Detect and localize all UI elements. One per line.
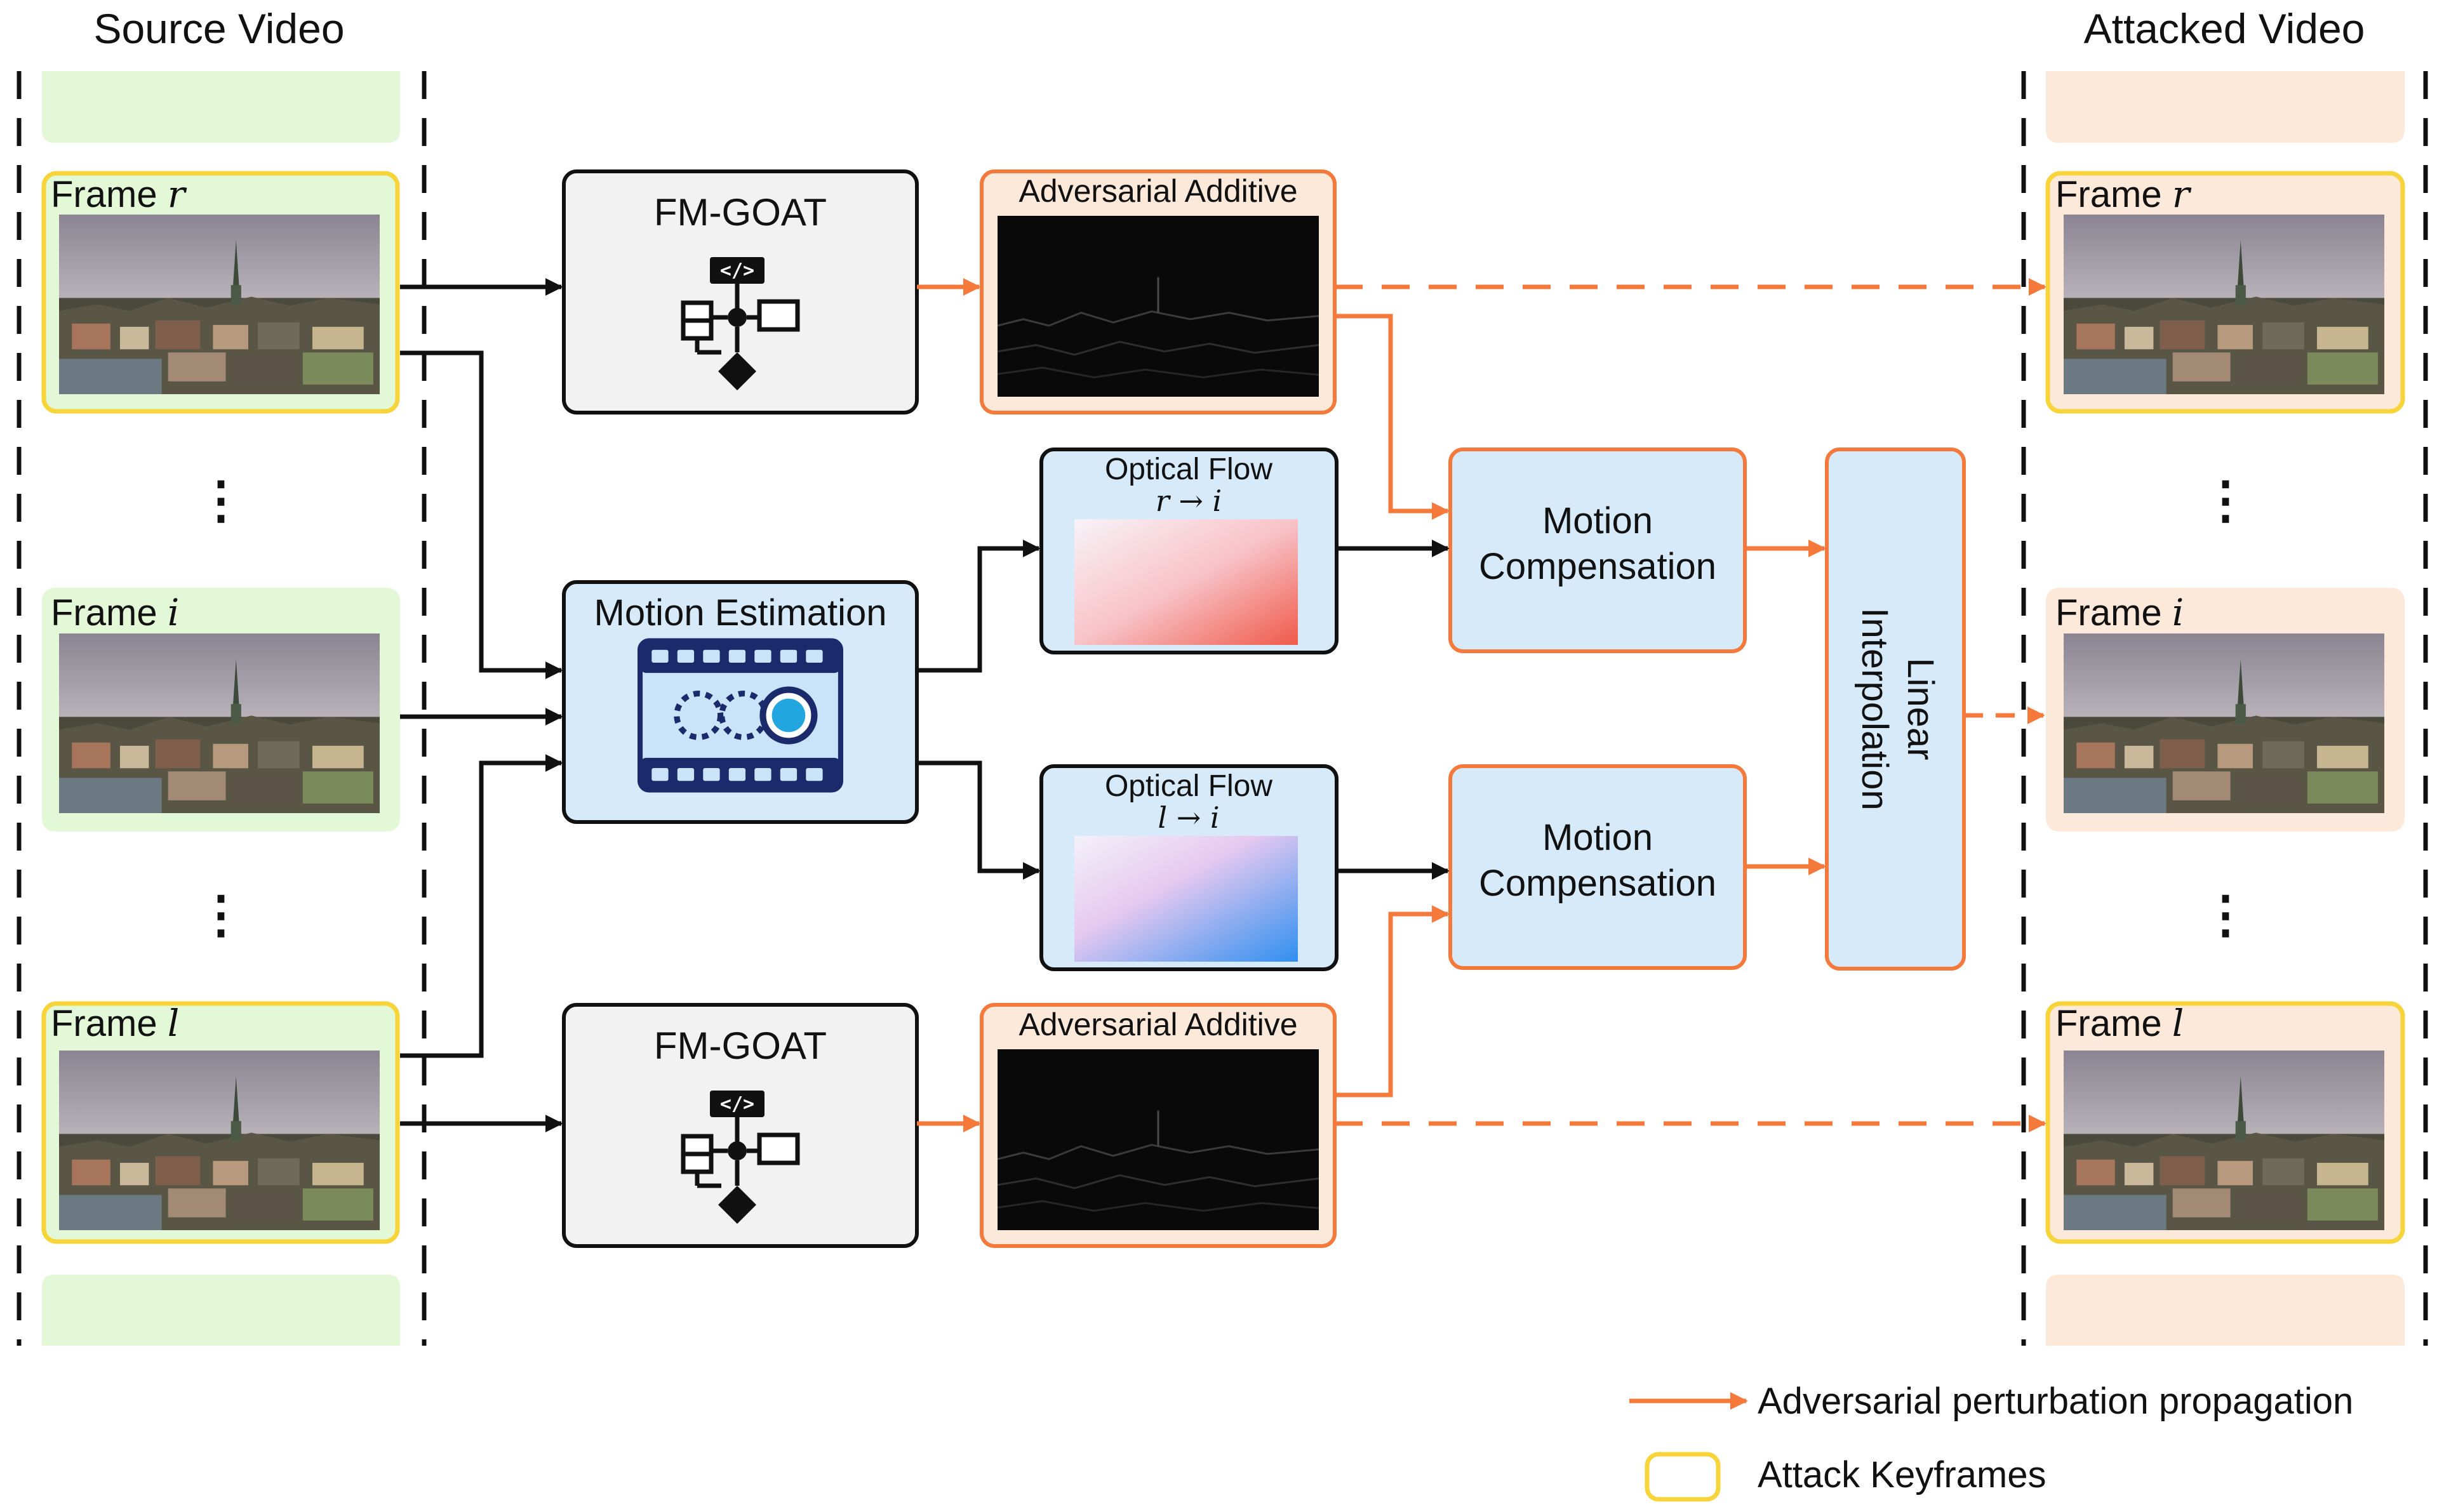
attacked-frame-i: Frame i	[2046, 588, 2405, 832]
frame-image	[59, 215, 380, 394]
svg-text:Frame l: Frame l	[51, 1002, 179, 1045]
arrow-motion-to-flow-bottom	[917, 760, 1041, 880]
frame-variable: i	[2172, 591, 2184, 634]
legend-keyframes-label: Attack Keyframes	[1758, 1454, 2046, 1495]
source-frame-r: Frame r	[41, 171, 400, 414]
source-frame-i: Frame i	[42, 588, 400, 832]
linear-interpolation-block: Linear Interpolation	[1825, 448, 1966, 971]
frame-variable: r	[168, 173, 187, 216]
frame-label: Frame	[51, 1003, 168, 1044]
motion-compensation-block-top: Motion Compensation	[1448, 448, 1747, 653]
optical-flow-formula: l → i	[1158, 800, 1219, 835]
attacked-frame-r: Frame r	[2045, 171, 2405, 414]
frame-image	[59, 1051, 380, 1230]
source-video-title: Source Video	[93, 5, 344, 52]
optical-flow-formula: r → i	[1156, 484, 1222, 518]
frame-image	[2064, 633, 2384, 813]
attacked-ellipsis-1: ⋮	[2200, 472, 2251, 528]
frame-label: Frame	[2055, 1003, 2172, 1044]
optical-flow-label: Optical Flow	[1105, 769, 1272, 803]
motion-compensation-block-bottom: Motion Compensation	[1448, 764, 1747, 970]
optical-flow-block-bottom: Optical Flow l → i	[1039, 764, 1339, 971]
fm-goat-label: FM-GOAT	[654, 191, 827, 234]
attacked-video-title: Attacked Video	[2084, 5, 2365, 52]
linear-interpolation-line1: Linear	[1900, 658, 1941, 760]
flow-visualization	[1074, 519, 1298, 645]
attacked-frame-partial-top	[2046, 71, 2405, 143]
frame-label: Frame	[2055, 592, 2172, 633]
fm-goat-block-bottom: FM-GOAT	[562, 1003, 919, 1248]
arrow-adv-bottom-to-mc	[1335, 905, 1450, 1098]
perturbation-image	[998, 216, 1319, 397]
frame-image	[59, 633, 380, 813]
source-ellipsis-1: ⋮	[196, 472, 246, 528]
source-frame-l: Frame l	[41, 1001, 400, 1244]
optical-flow-label: Optical Flow	[1105, 453, 1272, 486]
frame-image	[2064, 215, 2384, 394]
arrow-frame-l-to-motion-estimation	[400, 754, 563, 1058]
motion-compensation-line1: Motion	[1542, 817, 1653, 858]
fm-goat-block-top: FM-GOAT	[562, 169, 919, 414]
svg-text:Frame r: Frame r	[51, 173, 187, 216]
linear-interpolation-line2: Interpolation	[1854, 607, 1895, 810]
svg-text:Frame l: Frame l	[2055, 1002, 2184, 1045]
motion-compensation-line2: Compensation	[1479, 863, 1716, 904]
film-strip-icon	[640, 641, 841, 790]
attacked-frame-l: Frame l	[2045, 1001, 2405, 1244]
flow-visualization	[1074, 836, 1298, 962]
frame-image	[2064, 1051, 2384, 1230]
motion-compensation-line1: Motion	[1542, 500, 1653, 541]
frame-variable: l	[168, 1002, 180, 1045]
frame-label: Frame	[2055, 174, 2172, 215]
fm-goat-label: FM-GOAT	[654, 1025, 827, 1067]
source-ellipsis-2: ⋮	[196, 886, 246, 943]
attacked-ellipsis-2: ⋮	[2200, 886, 2251, 943]
legend: Adversarial perturbation propagation Att…	[1629, 1381, 2353, 1502]
motion-estimation-block: Motion Estimation	[562, 580, 919, 824]
frame-label: Frame	[51, 174, 168, 215]
svg-text:Frame r: Frame r	[2055, 173, 2192, 216]
legend-keyframe-swatch	[1645, 1452, 1721, 1502]
svg-text:Frame i: Frame i	[51, 591, 179, 634]
perturbation-image	[998, 1049, 1319, 1230]
optical-flow-block-top: Optical Flow r → i	[1039, 448, 1339, 654]
frame-variable: l	[2172, 1002, 2184, 1045]
source-frame-partial-bottom	[42, 1275, 400, 1346]
adversarial-additive-block-bottom: Adversarial Additive	[980, 1003, 1337, 1248]
svg-text:Frame i: Frame i	[2055, 591, 2184, 634]
arrow-motion-to-flow-top	[917, 540, 1041, 673]
frame-label: Frame	[51, 592, 168, 633]
adversarial-additive-block-top: Adversarial Additive	[980, 169, 1337, 414]
arrow-frame-r-to-motion-estimation	[400, 350, 563, 679]
motion-compensation-line2: Compensation	[1479, 546, 1716, 587]
adversarial-additive-label: Adversarial Additive	[1018, 1007, 1297, 1042]
frame-variable: i	[168, 591, 180, 634]
frame-variable: r	[2172, 173, 2192, 216]
motion-estimation-label: Motion Estimation	[594, 592, 887, 633]
adversarial-additive-label: Adversarial Additive	[1018, 173, 1297, 209]
legend-propagation-label: Adversarial perturbation propagation	[1758, 1381, 2353, 1422]
source-frame-partial-top	[42, 71, 400, 143]
attacked-frame-partial-bottom	[2046, 1275, 2405, 1346]
arrow-adv-top-to-mc	[1335, 314, 1450, 520]
